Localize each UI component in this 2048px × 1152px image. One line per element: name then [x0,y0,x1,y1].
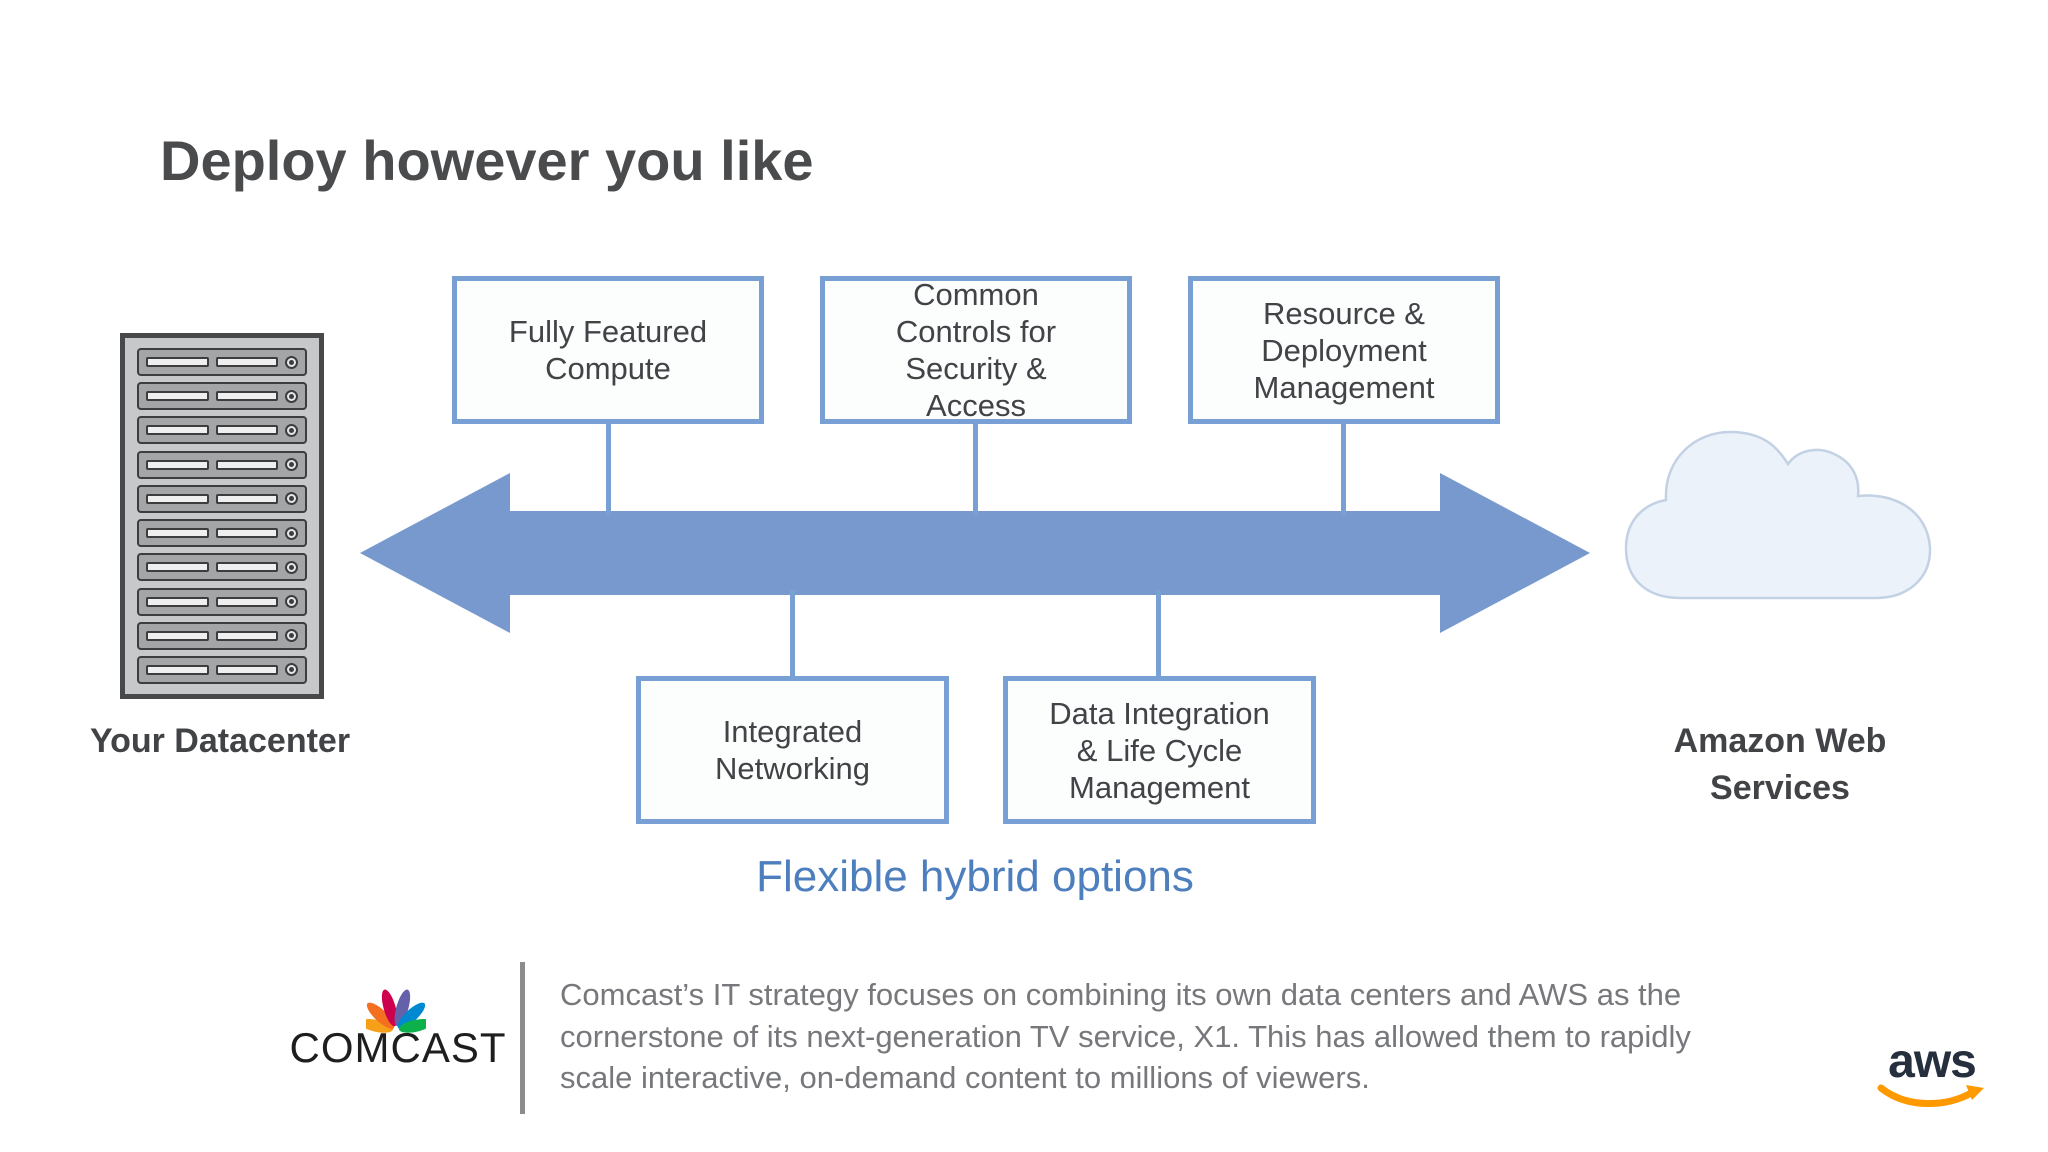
customer-quote-text: Comcast’s IT strategy focuses on combini… [560,977,1691,1095]
rack-slot [146,425,209,436]
rack-slot [215,528,278,539]
rack-slot [215,391,278,402]
aws-wordmark: aws [1888,1035,1977,1088]
rack-slot [215,630,278,641]
rack-slot [215,596,278,607]
connector-line [606,420,611,515]
rack-light-icon [285,595,298,609]
rack-unit [137,553,307,582]
aws-logo: aws [1872,1035,1992,1112]
rack-slot [146,596,209,607]
rack-slot [146,630,209,641]
feature-box-label: Integrated Networking [714,714,871,786]
feature-box-label: Data Integration & Life Cycle Management [1049,695,1270,805]
feature-box-integrated-networking: Integrated Networking [636,676,949,824]
feature-box-fully-featured-compute: Fully Featured Compute [452,276,764,424]
rack-slot [215,357,278,367]
rack-slot [146,357,209,367]
nbc-peacock-icon [366,989,426,1033]
rack-unit [137,416,307,445]
cloud-icon [1624,430,1932,600]
connector-line [1156,590,1161,682]
server-rack-icon [120,333,324,699]
bidirectional-arrow-icon [360,473,1590,633]
rack-light-icon [285,423,298,437]
rack-slot [215,425,278,436]
rack-unit [137,587,307,616]
rack-light-icon [285,389,298,403]
slide-title: Deploy however you like [160,129,814,192]
rack-light-icon [285,492,298,506]
label-your-datacenter: Your Datacenter [89,722,351,760]
rack-light-icon [285,629,298,643]
rack-slot [146,528,209,539]
rack-slot [215,493,278,504]
rack-slot [215,664,278,675]
rack-unit [137,621,307,650]
footer-divider [520,962,525,1114]
rack-slot [146,391,209,402]
connector-line [973,420,978,515]
feature-box-label: Resource & Deployment Management [1253,295,1435,405]
rack-unit [137,382,307,411]
rack-unit [137,450,307,479]
rack-light-icon [285,560,298,574]
comcast-wordmark: COMCAST [289,1024,507,1071]
feature-box-common-controls: Common Controls for Security & Access [820,276,1132,424]
rack-slot [215,459,278,470]
aws-smile-icon [1877,1084,1984,1108]
rack-slot [146,664,209,675]
feature-box-label: Fully Featured Compute [508,314,708,386]
feature-box-resource-deployment: Resource & Deployment Management [1188,276,1500,424]
rack-unit [137,519,307,548]
feature-box-data-integration: Data Integration & Life Cycle Management [1003,676,1316,824]
rack-slot [146,459,209,470]
rack-unit [137,348,307,376]
feature-box-label: Common Controls for Security & Access [895,277,1057,423]
rack-light-icon [285,663,298,677]
rack-light-icon [285,526,298,540]
rack-slot [146,493,209,504]
rack-slot [215,562,278,573]
rack-unit [137,484,307,513]
caption-flexible-hybrid-options: Flexible hybrid options [756,852,1194,901]
rack-light-icon [285,458,298,472]
rack-slot [146,562,209,573]
rack-light-icon [285,355,298,369]
connector-line [790,590,795,682]
rack-unit [137,655,307,684]
connector-line [1341,420,1346,515]
label-amazon-web-services: Amazon Web Services [1673,722,1887,807]
